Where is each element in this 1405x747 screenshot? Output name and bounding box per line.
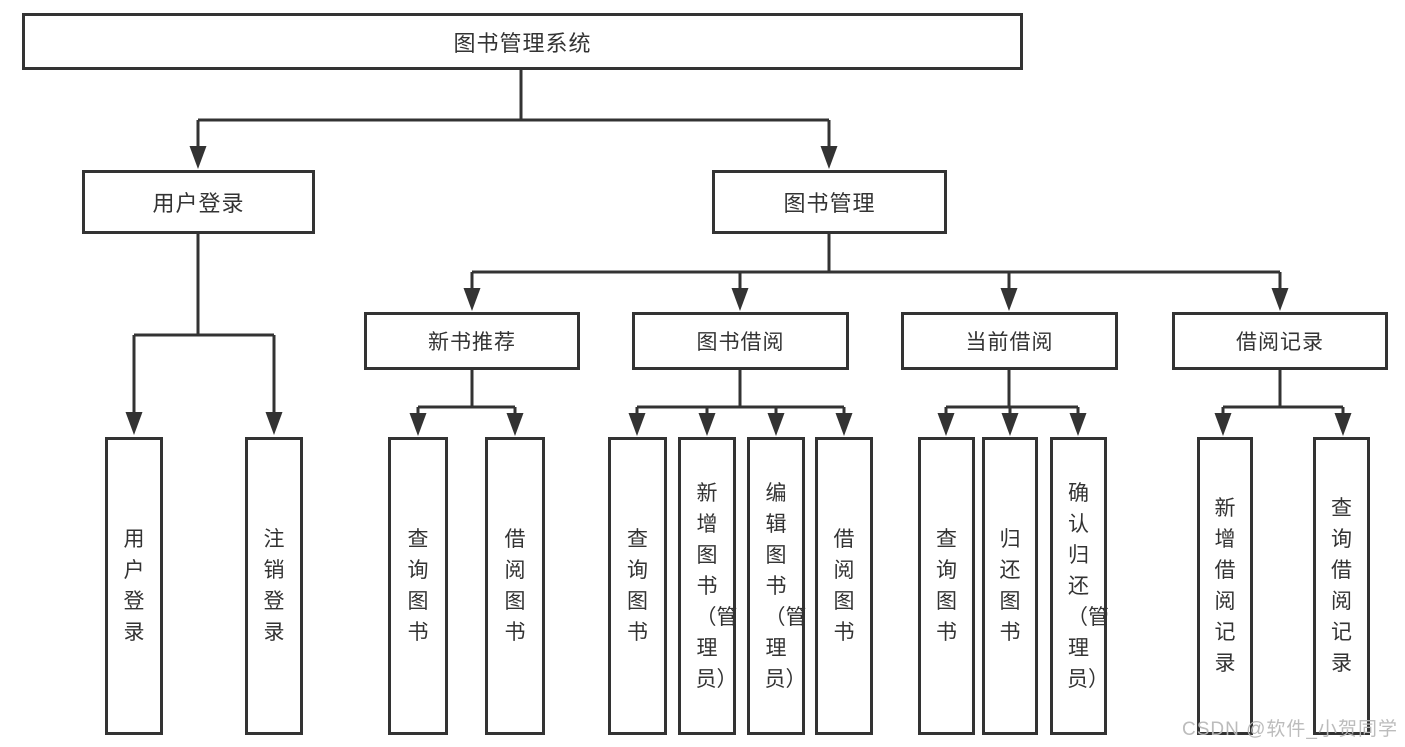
leaf-add-borrow-record: 新增借阅记录 bbox=[1197, 437, 1253, 735]
node-book-borrowing: 图书借阅 bbox=[632, 312, 849, 370]
leaf-borrow-books-borrowing: 借阅图书 bbox=[815, 437, 873, 735]
node-current-borrowing: 当前借阅 bbox=[901, 312, 1118, 370]
node-borrowing-records-label: 借阅记录 bbox=[1236, 331, 1324, 354]
node-root-label: 图书管理系统 bbox=[453, 30, 592, 56]
leaf-edit-books-admin: 编辑图书（管理员） bbox=[747, 437, 807, 735]
node-new-books: 新书推荐 bbox=[364, 312, 580, 370]
leaf-confirm-return-admin: 确认归还（管理员） bbox=[1050, 437, 1109, 735]
leaf-edit-books-admin-label: 编辑图书（管理员） bbox=[764, 481, 807, 691]
edges-user-login bbox=[125, 234, 283, 435]
leaf-query-books-current: 查询图书 bbox=[918, 437, 975, 735]
edges-current-borrowing bbox=[937, 370, 1087, 436]
leaf-borrow-books-recommend-label: 借阅图书 bbox=[504, 528, 526, 644]
leaf-user-login-label: 用户登录 bbox=[123, 528, 145, 644]
leaf-borrow-books-recommend: 借阅图书 bbox=[485, 437, 545, 735]
node-borrowing-records: 借阅记录 bbox=[1172, 312, 1388, 370]
leaf-query-borrow-record-label: 查询借阅记录 bbox=[1331, 497, 1352, 675]
edges-book-borrowing bbox=[628, 370, 853, 436]
leaf-return-books: 归还图书 bbox=[982, 437, 1038, 735]
leaf-query-books-borrowing: 查询图书 bbox=[608, 437, 667, 735]
leaf-query-borrow-record: 查询借阅记录 bbox=[1313, 437, 1370, 735]
node-book-borrowing-label: 图书借阅 bbox=[696, 331, 785, 354]
edges-new-books bbox=[409, 370, 524, 436]
edges-borrowing-records bbox=[1214, 370, 1352, 436]
node-root: 图书管理系统 bbox=[22, 13, 1023, 70]
leaf-logout-label: 注销登录 bbox=[263, 528, 285, 644]
node-new-books-label: 新书推荐 bbox=[428, 331, 516, 354]
leaf-confirm-return-admin-label: 确认归还（管理员） bbox=[1066, 481, 1109, 691]
leaf-add-books-admin-label: 新增图书（管理员） bbox=[695, 481, 738, 691]
leaf-add-borrow-record-label: 新增借阅记录 bbox=[1214, 497, 1236, 675]
leaf-user-login: 用户登录 bbox=[105, 437, 163, 735]
leaf-query-books-recommend-label: 查询图书 bbox=[407, 528, 429, 644]
node-user-login-label: 用户登录 bbox=[152, 191, 245, 216]
node-book-management: 图书管理 bbox=[712, 170, 947, 234]
edges-root bbox=[189, 69, 838, 169]
leaf-add-books-admin: 新增图书（管理员） bbox=[678, 437, 738, 735]
edges-book-management bbox=[463, 234, 1289, 311]
leaf-query-books-recommend: 查询图书 bbox=[388, 437, 448, 735]
leaf-return-books-label: 归还图书 bbox=[999, 528, 1021, 644]
leaf-query-books-current-label: 查询图书 bbox=[936, 528, 957, 644]
node-current-borrowing-label: 当前借阅 bbox=[965, 331, 1054, 354]
csdn-watermark: CSDN @软件_小贺同学 bbox=[1182, 719, 1398, 740]
leaf-logout: 注销登录 bbox=[245, 437, 303, 735]
node-book-management-label: 图书管理 bbox=[783, 191, 876, 216]
leaf-query-books-borrowing-label: 查询图书 bbox=[627, 528, 648, 644]
leaf-borrow-books-borrowing-label: 借阅图书 bbox=[833, 528, 855, 644]
node-user-login: 用户登录 bbox=[82, 170, 315, 234]
